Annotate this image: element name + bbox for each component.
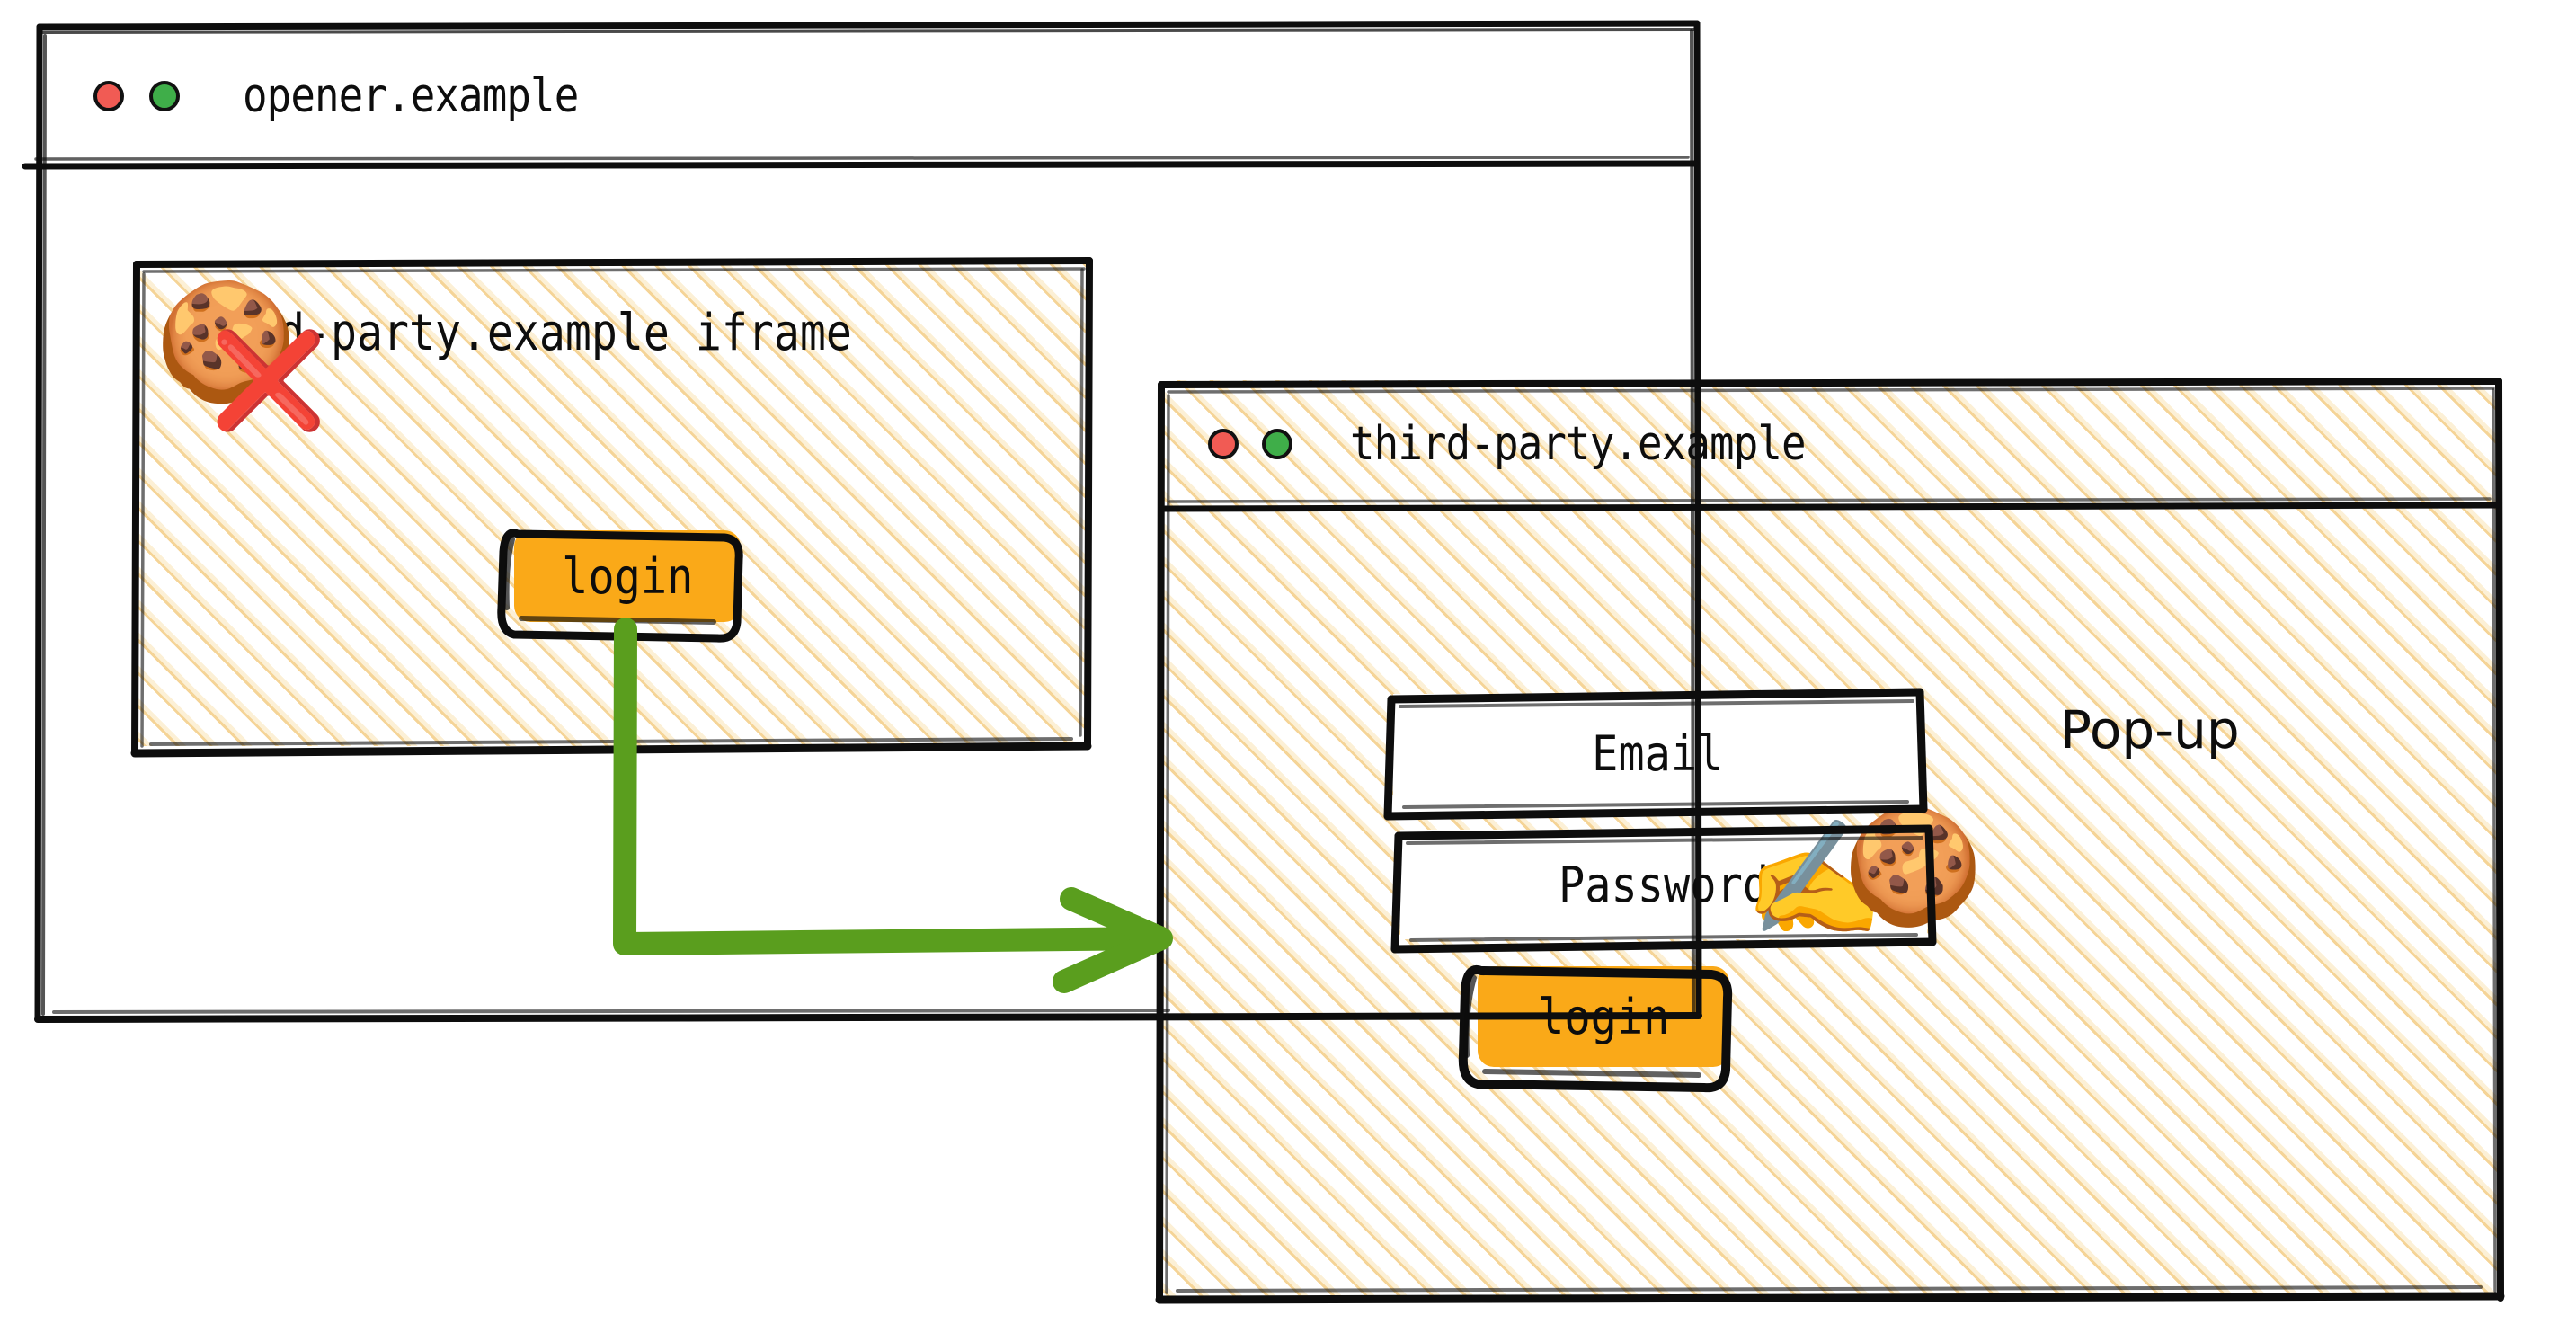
cross-mark-icon: ❌ [210,325,327,435]
iframe-login-button-visual[interactable]: login [514,530,741,622]
close-icon[interactable] [93,80,124,111]
password-field[interactable]: Password [1400,830,1927,939]
popup-login-label: login [1537,988,1670,1045]
close-icon[interactable] [1208,429,1239,459]
opener-titlebar: opener.example [38,25,1699,166]
cookie-icon: 🍪 [1843,800,1984,932]
email-field-label: Email [1591,725,1724,782]
cookie-icon: 🍪 [155,275,298,409]
popup-titlebar: third-party.example [1161,380,2499,508]
email-field[interactable]: Email [1393,694,1922,813]
popup-browser-window: third-party.example Pop-up Email Passwor… [1161,380,2499,1297]
iframe-login-label: login [561,547,694,605]
opener-window-title: opener.example [243,68,579,123]
maximize-icon[interactable] [1262,429,1292,459]
password-field-label: Password [1558,856,1770,913]
iframe-title-label: third-party.example iframe [174,304,852,362]
third-party-iframe: third-party.example iframe 🍪 ❌ [137,263,1091,746]
maximize-icon[interactable] [149,80,180,111]
popup-annotation-label: Pop-up [2060,699,2240,760]
popup-window-title: third-party.example [1350,417,1807,471]
popup-login-button[interactable]: login [1478,966,1729,1067]
